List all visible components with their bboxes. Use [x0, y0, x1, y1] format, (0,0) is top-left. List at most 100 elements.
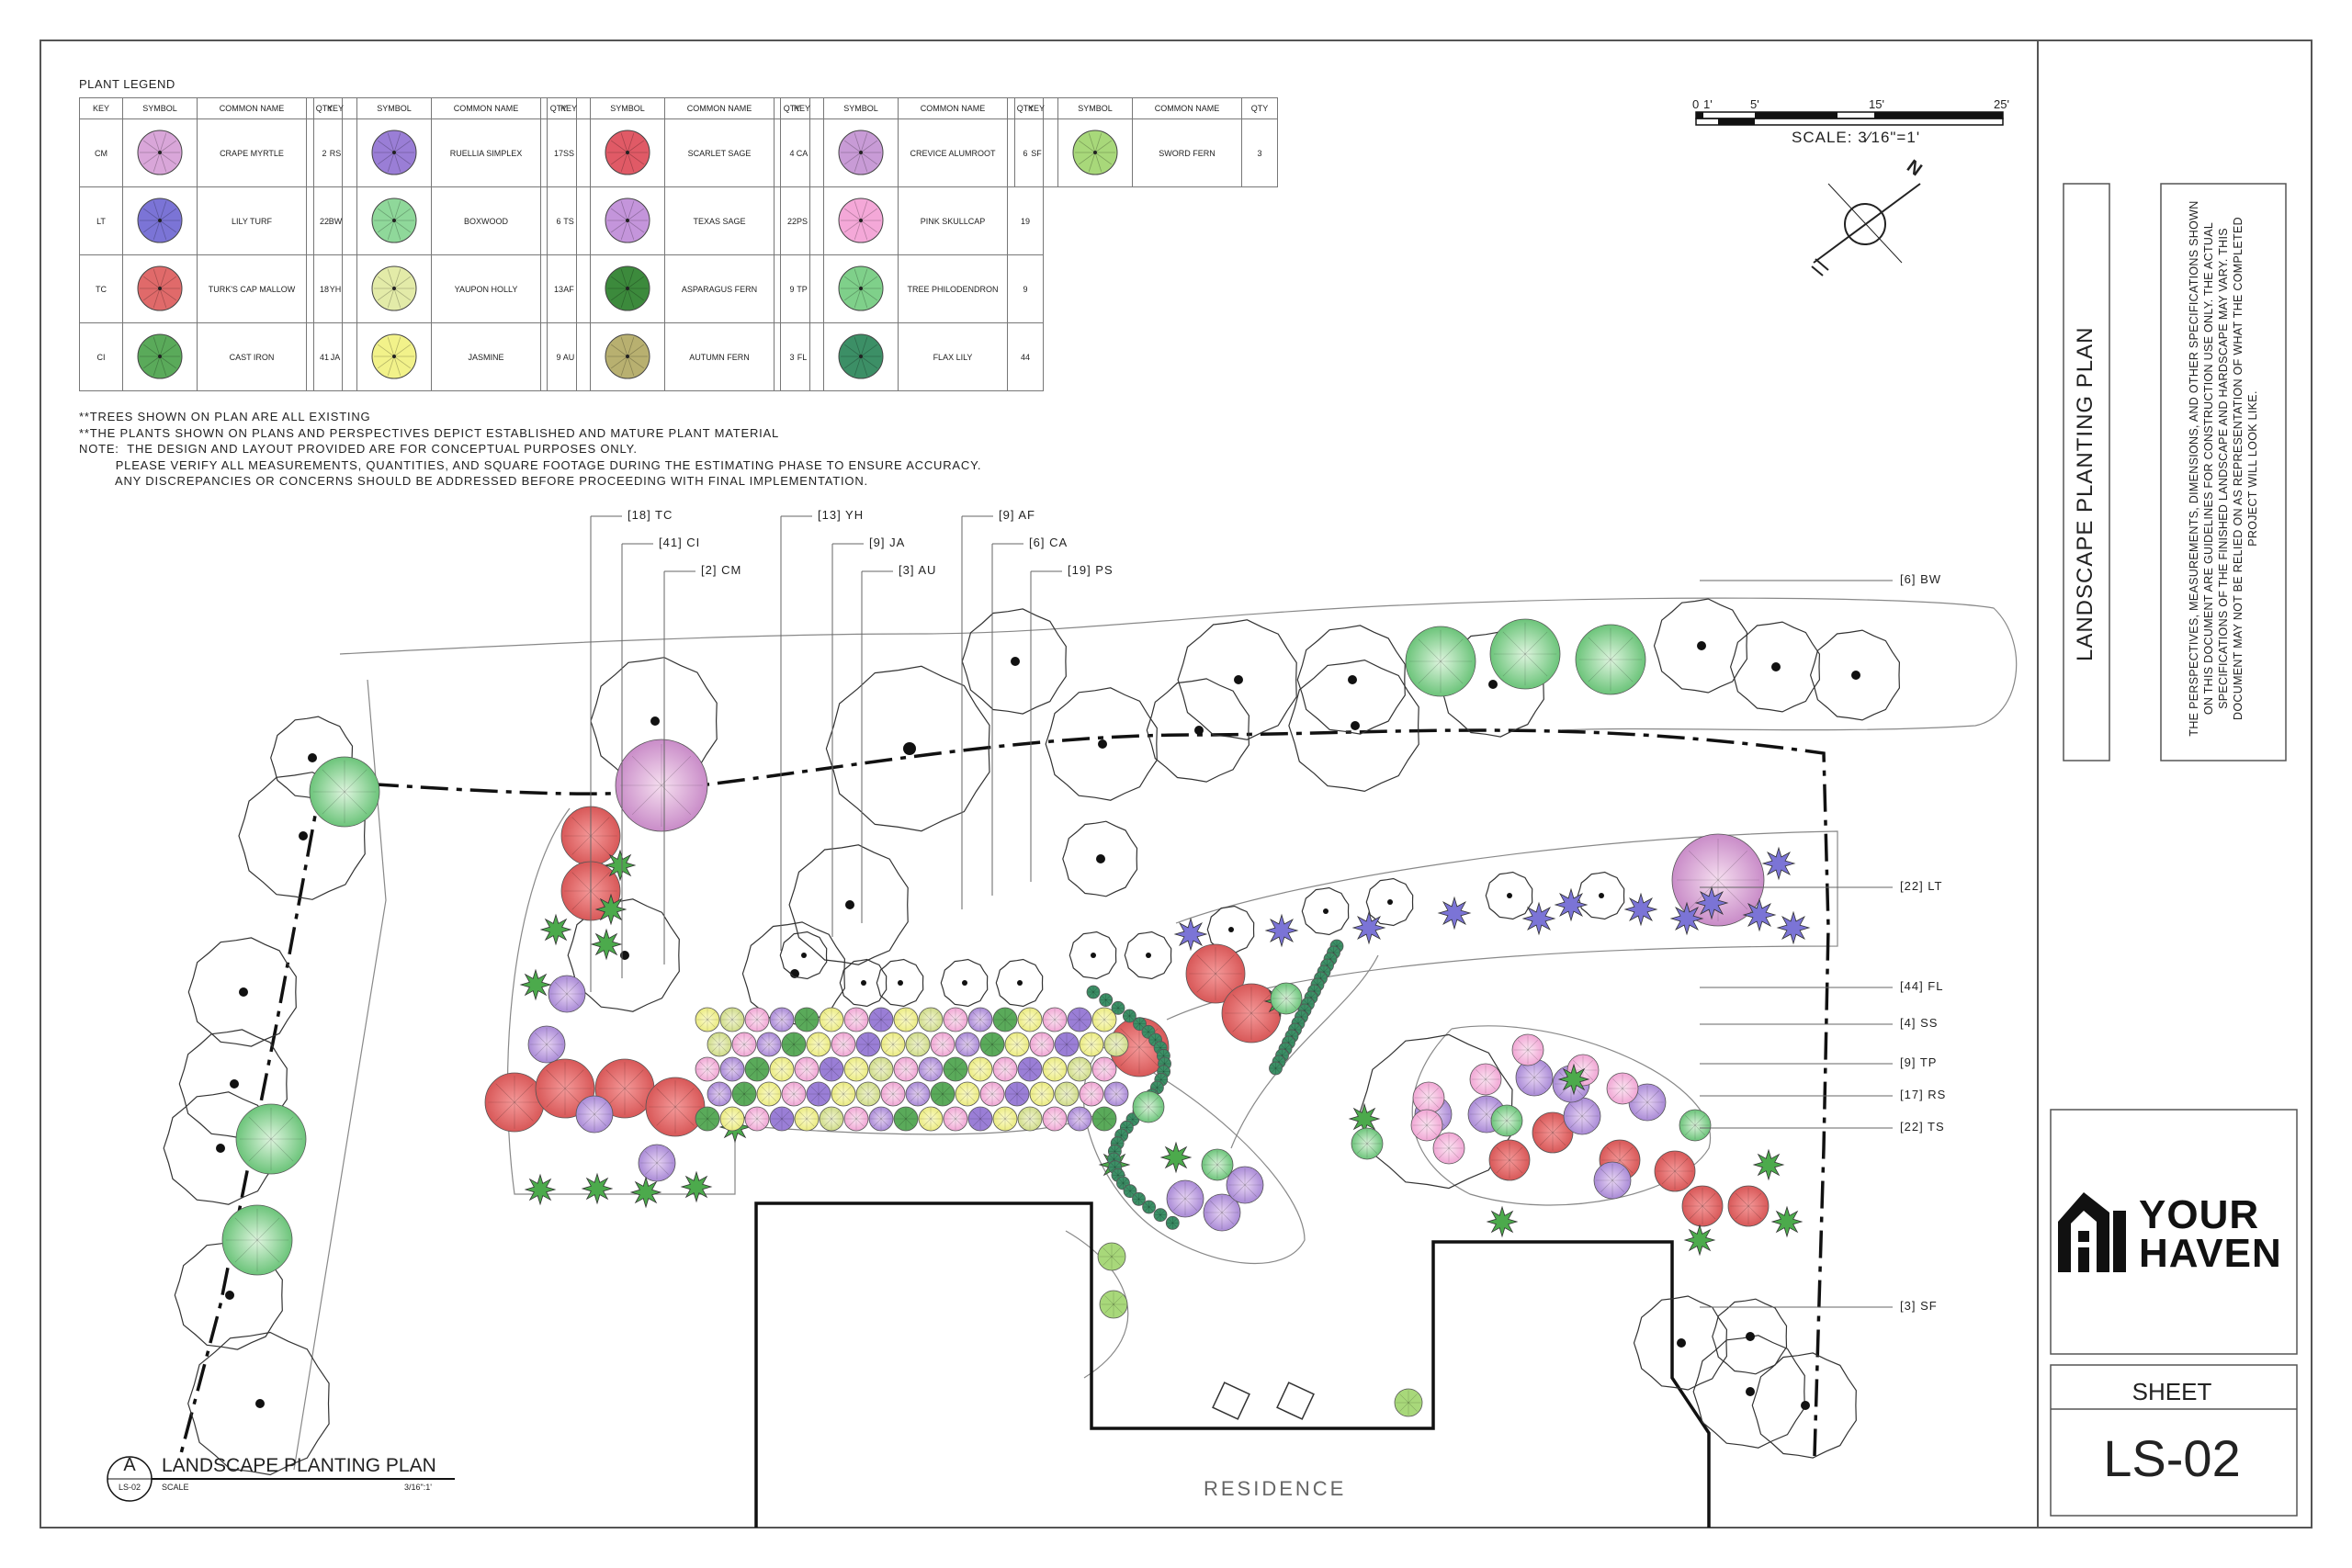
paver-stone	[1212, 1382, 1250, 1420]
cast-iron-icon	[1770, 1205, 1804, 1238]
texas-sage-icon	[1563, 1097, 1601, 1135]
boxwood-icon	[235, 1103, 307, 1175]
plan-marker-letter: A	[123, 1455, 136, 1475]
note-line: **TREES SHOWN ON PLAN ARE ALL EXISTING	[79, 410, 371, 423]
mixed-bed-plant	[794, 1106, 820, 1132]
mixed-bed-plant	[1067, 1056, 1092, 1082]
flax-lily-icon	[1086, 985, 1101, 999]
existing-tree-icon	[1577, 871, 1625, 920]
texas-sage-icon	[590, 186, 665, 255]
legend-key: LT	[79, 186, 123, 255]
ruellia-icon	[356, 118, 432, 187]
sheet-number: LS-02	[2103, 1429, 2241, 1487]
flax-lily-icon	[1133, 1017, 1147, 1032]
flax-lily-icon	[1099, 993, 1114, 1008]
legend-key: FL	[780, 322, 824, 391]
your-haven-logo-icon	[2058, 1192, 2126, 1272]
legend-common-name: SCARLET SAGE	[664, 118, 775, 187]
legend-header-symbol: SYMBOL	[590, 97, 665, 119]
legend-header-name: COMMON NAME	[664, 97, 775, 119]
flax-lily-icon	[1111, 1000, 1125, 1015]
mixed-bed-plant	[1042, 1056, 1068, 1082]
legend-key: CM	[79, 118, 123, 187]
plan-scale-label: SCALE	[162, 1483, 189, 1492]
flax-lily-icon	[1142, 1200, 1157, 1214]
existing-tree-icon	[1124, 931, 1172, 980]
legend-key: JA	[313, 322, 357, 391]
texas-sage-icon	[1166, 1179, 1204, 1218]
lily-turf-icon	[1669, 901, 1704, 936]
existing-tree-icon	[1485, 871, 1533, 920]
plant-callout: [6] CA	[1029, 536, 1069, 549]
mixed-bed-plant	[1103, 1081, 1129, 1107]
mixed-bed-plant	[1017, 1056, 1043, 1082]
legend-key: SF	[1014, 118, 1058, 187]
mixed-bed-plant	[855, 1081, 881, 1107]
legend-common-name: LILY TURF	[197, 186, 307, 255]
mixed-bed-plant	[868, 1106, 894, 1132]
legend-common-name: CAST IRON	[197, 322, 307, 391]
turks-cap-icon	[645, 1077, 706, 1137]
flax-lily-icon	[1132, 1191, 1146, 1206]
mixed-bed-plant	[955, 1081, 980, 1107]
bed-outline	[1082, 1046, 1306, 1264]
crape-myrtle-icon	[615, 739, 708, 832]
plant-callout: [17] RS	[1900, 1088, 1947, 1101]
lily-turf-icon	[1521, 901, 1556, 936]
mixed-bed-plant	[905, 1032, 931, 1057]
legend-header-symbol: SYMBOL	[823, 97, 899, 119]
legend-header-key: KEY	[313, 97, 357, 119]
plant-callout: [3] SF	[1900, 1299, 1938, 1313]
legend-common-name: PINK SKULLCAP	[898, 186, 1008, 255]
philodendron-icon	[1351, 1127, 1384, 1160]
legend-common-name: CREVICE ALUMROOT	[898, 118, 1008, 187]
scarlet-sage-icon	[1727, 1185, 1770, 1227]
legend-common-name: TEXAS SAGE	[664, 186, 775, 255]
mixed-bed-plant	[843, 1007, 869, 1032]
mixed-bed-plant	[943, 1007, 968, 1032]
mixed-bed-plant	[831, 1081, 856, 1107]
flax-lily-icon	[1269, 1061, 1283, 1076]
jasmine-icon	[356, 322, 432, 391]
mixed-bed-plant	[1042, 1106, 1068, 1132]
philodendron-icon	[1132, 1090, 1165, 1123]
plant-callout: [22] TS	[1900, 1120, 1945, 1134]
existing-tree-icon	[1301, 886, 1350, 936]
existing-tree-icon	[1177, 619, 1297, 740]
texas-sage-icon	[1226, 1166, 1264, 1204]
existing-tree-icon	[1365, 877, 1414, 927]
texas-sage-icon	[1515, 1058, 1554, 1097]
cast-iron-icon	[604, 849, 637, 882]
legend-header-key: KEY	[547, 97, 591, 119]
legend-qty: 3	[1241, 118, 1278, 187]
disclaimer-text: THE PERSPECTIVES, MEASUREMENTS, DIMENSIO…	[2188, 200, 2259, 737]
plant-callout: [3] AU	[899, 563, 937, 577]
mixed-bed-plant	[843, 1056, 869, 1082]
flax-lily-icon	[823, 322, 899, 391]
mixed-bed-plant	[967, 1056, 993, 1082]
flax-lily-icon	[1122, 1009, 1136, 1023]
legend-key: TP	[780, 254, 824, 323]
north-arrow-icon	[1811, 183, 1921, 276]
mixed-bed-plant	[769, 1106, 795, 1132]
existing-tree-icon	[1069, 931, 1117, 980]
plan-notes: **TREES SHOWN ON PLAN ARE ALL EXISTING**…	[79, 409, 981, 490]
turks-cap-icon	[594, 1058, 655, 1119]
mixed-bed-plant	[1091, 1007, 1117, 1032]
philodendron-icon	[1270, 982, 1303, 1015]
mixed-bed-plant	[930, 1032, 956, 1057]
lily-turf-icon	[1694, 886, 1729, 920]
existing-tree-icon	[1653, 598, 1748, 694]
flax-lily-icon	[1153, 1208, 1168, 1223]
sword-fern-icon	[1099, 1290, 1128, 1319]
mixed-bed-plant	[918, 1106, 944, 1132]
existing-tree-icon	[1062, 820, 1138, 897]
mixed-bed-plant	[756, 1032, 782, 1057]
lily-turf-icon	[1437, 896, 1472, 931]
mixed-bed-plant	[868, 1056, 894, 1082]
